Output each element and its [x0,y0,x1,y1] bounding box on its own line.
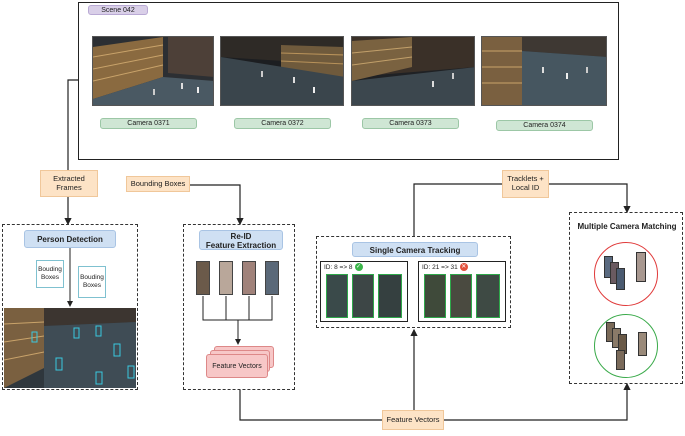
warehouse-scene-graphic [93,37,213,105]
extracted-frames-label: Extracted Frames [40,170,98,197]
reid-person-crop-2 [219,261,233,295]
warehouse-scene-graphic [482,37,606,105]
camera-label-0373: Camera 0373 [362,118,459,129]
tracking-left-box [320,261,408,322]
camera-label-0374: Camera 0374 [496,120,593,131]
warehouse-detection-graphic [4,308,136,388]
reid-panel [183,224,295,390]
person-detection-panel [2,224,138,390]
reid-title-line1: Re-ID [230,232,252,241]
tracking-left-id: ID: 8 => 8 ✓ [324,263,363,271]
camera-label-0372: Camera 0372 [234,118,331,129]
scene-label: Scene 042 [88,5,148,15]
single-camera-tracking-panel [316,236,511,328]
multi-camera-matching-title: Multiple Camera Matching [577,222,677,231]
check-icon: ✓ [354,263,363,271]
reid-person-crop-3 [242,261,256,295]
tracking-right-id: ID: 21 => 31 ✕ [422,263,468,271]
camera-image-0371 [92,36,214,106]
camera-image-0372 [220,36,344,106]
reid-title-line2: Feature Extraction [205,241,277,251]
warehouse-scene-graphic [352,37,474,105]
reid-title: Re-ID Feature Extraction [199,230,283,250]
match-group-green-crop-5 [616,350,625,370]
match-group-green-crop-4 [638,332,647,356]
detection-scene-image [4,308,136,388]
tracklets-label: Tracklets + Local ID [502,170,549,198]
warehouse-scene-graphic [221,37,343,105]
tracking-left-crop-2 [352,274,374,318]
tracking-right-crop-1 [424,274,446,318]
feature-vectors-bottom-label: Feature Vectors [382,410,444,430]
match-group-green [594,314,658,378]
camera-label-0371: Camera 0371 [100,118,197,129]
reid-person-crop-1 [196,261,210,295]
tracking-right-crop-2 [450,274,472,318]
multi-camera-matching-panel [569,212,683,384]
scene-frame [78,2,619,160]
tracking-left-id-text: ID: 8 => 8 [324,263,353,271]
bounding-box-label-left: Bouding Boxes [36,260,64,288]
match-group-red-crop-4 [636,252,646,282]
tracking-right-box [418,261,506,322]
single-camera-tracking-title: Single Camera Tracking [352,242,478,257]
camera-image-0374 [481,36,607,106]
match-group-red-crop-3 [616,268,625,290]
bounding-boxes-label: Bounding Boxes [126,176,190,192]
tracking-right-id-text: ID: 21 => 31 [422,263,458,271]
reid-person-crop-4 [265,261,279,295]
feature-vectors-card: Feature Vectors [206,354,268,378]
match-group-red [594,242,658,306]
tracking-right-crop-3 [476,274,500,318]
tracking-left-crop-1 [326,274,348,318]
tracking-left-crop-3 [378,274,402,318]
cross-icon: ✕ [459,263,468,271]
camera-image-0373 [351,36,475,106]
person-detection-title: Person Detection [24,230,116,248]
bounding-box-label-right: Bouding Boxes [78,266,106,298]
